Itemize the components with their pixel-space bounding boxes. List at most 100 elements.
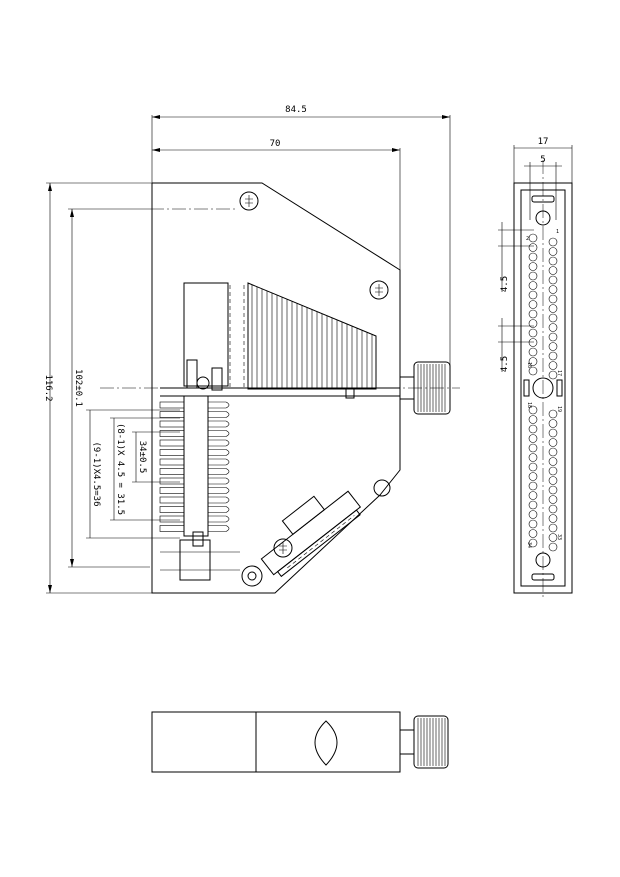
lever-hole bbox=[373, 479, 391, 497]
pin-label-19: 19 bbox=[556, 406, 562, 412]
pin bbox=[528, 472, 538, 481]
contact-spring bbox=[208, 401, 230, 409]
pin-label-2: 2 bbox=[526, 236, 529, 242]
contact-pin bbox=[159, 449, 185, 456]
dim-overall-height: 116.2 bbox=[43, 374, 53, 401]
contact-spring bbox=[208, 496, 230, 504]
pin bbox=[548, 361, 558, 370]
pin bbox=[528, 366, 538, 376]
pin bbox=[548, 466, 558, 476]
pin bbox=[548, 495, 558, 504]
contact-pin bbox=[159, 411, 185, 418]
pin bbox=[548, 504, 558, 514]
pin bbox=[528, 519, 538, 529]
dim-body-width: 70 bbox=[270, 139, 281, 149]
pin bbox=[548, 514, 558, 523]
pin bbox=[548, 447, 558, 457]
pin bbox=[528, 529, 538, 538]
pin bbox=[548, 304, 558, 313]
contact-pin bbox=[159, 401, 185, 409]
pivot-hole bbox=[247, 571, 257, 581]
mount-hole bbox=[535, 210, 551, 226]
latch-pin bbox=[211, 367, 223, 391]
contact-pin bbox=[159, 468, 185, 475]
latch-pivot bbox=[196, 376, 210, 390]
pin bbox=[528, 290, 538, 300]
contact-pin bbox=[159, 487, 185, 494]
dim-overall-width: 84.5 bbox=[285, 105, 307, 115]
bottom-outline bbox=[151, 711, 401, 773]
pin bbox=[528, 424, 538, 434]
pin bbox=[528, 347, 538, 357]
pin bbox=[548, 313, 558, 323]
pin bbox=[528, 491, 538, 500]
pin bbox=[528, 462, 538, 472]
dim-pitch-total-b: (9-1)X4.5=36 bbox=[91, 441, 101, 506]
contact-pin bbox=[159, 506, 185, 513]
pin bbox=[548, 409, 558, 419]
pin bbox=[548, 485, 558, 495]
mount-hole bbox=[535, 552, 551, 568]
pin bbox=[548, 323, 558, 332]
screw-icon bbox=[369, 280, 389, 300]
pin bbox=[548, 342, 558, 351]
pin bbox=[528, 453, 538, 462]
pin bbox=[548, 476, 558, 485]
contact-pin bbox=[159, 515, 185, 523]
contact-spring bbox=[208, 420, 230, 428]
pin bbox=[548, 237, 558, 247]
contact-spring bbox=[208, 506, 230, 513]
dim-side-offset: 5 bbox=[540, 155, 545, 165]
pin bbox=[528, 357, 538, 366]
pivot bbox=[241, 565, 263, 587]
lever bbox=[260, 490, 362, 578]
pin bbox=[548, 247, 558, 256]
knob-ridges bbox=[417, 364, 446, 412]
pin bbox=[548, 351, 558, 361]
pin-label-33: 33 bbox=[556, 534, 562, 540]
contact-pins bbox=[159, 401, 230, 532]
contact-pin bbox=[159, 420, 185, 428]
housing-outline bbox=[151, 182, 401, 594]
dim-side-width: 17 bbox=[538, 137, 549, 147]
contact-spring bbox=[208, 458, 230, 466]
front-dimensions: 84.5 70 116.2 102±0.1 (9-1)X4.5=36 (8-1)… bbox=[43, 105, 451, 594]
pin bbox=[548, 419, 558, 428]
pin bbox=[528, 281, 538, 290]
contact-pin bbox=[159, 477, 185, 485]
screw-icon bbox=[273, 538, 293, 558]
knob[interactable] bbox=[413, 715, 449, 769]
pin-label-16: 16 bbox=[526, 362, 532, 368]
key-slot bbox=[523, 379, 530, 397]
pin bbox=[548, 457, 558, 466]
contact-spring bbox=[208, 439, 230, 447]
pin bbox=[528, 271, 538, 281]
pin bbox=[548, 428, 558, 438]
pin bbox=[548, 256, 558, 266]
pin bbox=[528, 500, 538, 510]
knob[interactable] bbox=[413, 361, 451, 415]
pin-label-1: 1 bbox=[556, 229, 559, 235]
pin bbox=[528, 319, 538, 328]
dim-inner-height: 102±0.1 bbox=[73, 369, 83, 407]
front-view bbox=[100, 182, 460, 594]
pin-label-18: 18 bbox=[526, 402, 532, 408]
pin bbox=[528, 300, 538, 309]
screw-icon bbox=[239, 191, 259, 211]
contact-spring bbox=[208, 449, 230, 456]
inner-block bbox=[183, 282, 229, 387]
contact-spring bbox=[208, 525, 230, 532]
dim-side-pitch-1: 4.5 bbox=[500, 276, 510, 292]
pin-label-34: 34 bbox=[526, 542, 532, 548]
knob-ridges bbox=[417, 718, 446, 766]
knob-shaft bbox=[399, 729, 415, 755]
contact-pin bbox=[159, 496, 185, 504]
pin bbox=[528, 309, 538, 319]
pin bbox=[528, 481, 538, 491]
side-view: 1 2 16 17 18 19 33 34 bbox=[513, 160, 573, 600]
dim-side-pitch-2: 4.5 bbox=[500, 356, 510, 372]
pin bbox=[528, 443, 538, 453]
contact-pin bbox=[159, 525, 185, 532]
pin bbox=[548, 370, 558, 380]
clamp-nut bbox=[192, 531, 204, 547]
